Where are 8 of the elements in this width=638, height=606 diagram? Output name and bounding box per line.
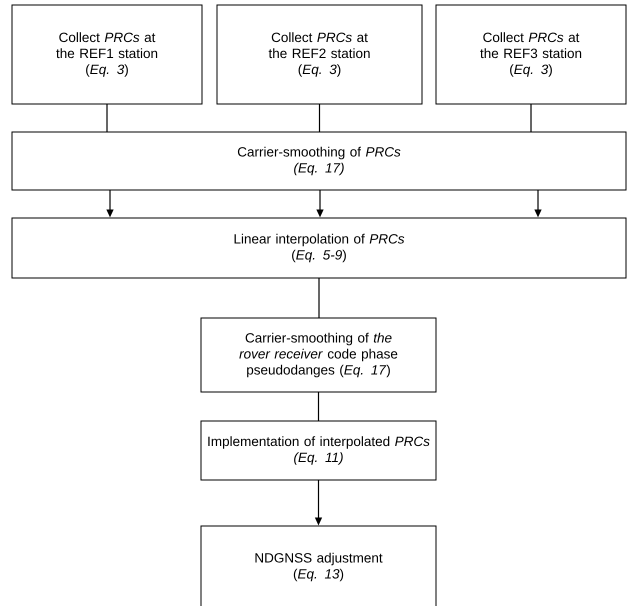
process-box: Collect PRCs at the REF1 station (Eq. 3)	[12, 4, 202, 104]
process-box: Carrier-smoothing of PRCs (Eq. 17)	[12, 132, 626, 190]
process-box: Implementation of interpolated PRCs (Eq. 11)	[200, 420, 436, 480]
process-box: Collect PRCs at the REF2 station (Eq. 3)	[216, 4, 422, 104]
process-box: Carrier-smoothing of the rover receiver code phase pseudodanges (Eq. 17)	[200, 318, 436, 392]
process-box: Linear interpolation of PRCs (Eq. 5-9)	[12, 218, 626, 278]
process-box: Collect PRCs at the REF3 station (Eq. 3)	[436, 4, 626, 104]
process-box: NDGNSS adjustment (Eq. 13)	[200, 526, 436, 606]
